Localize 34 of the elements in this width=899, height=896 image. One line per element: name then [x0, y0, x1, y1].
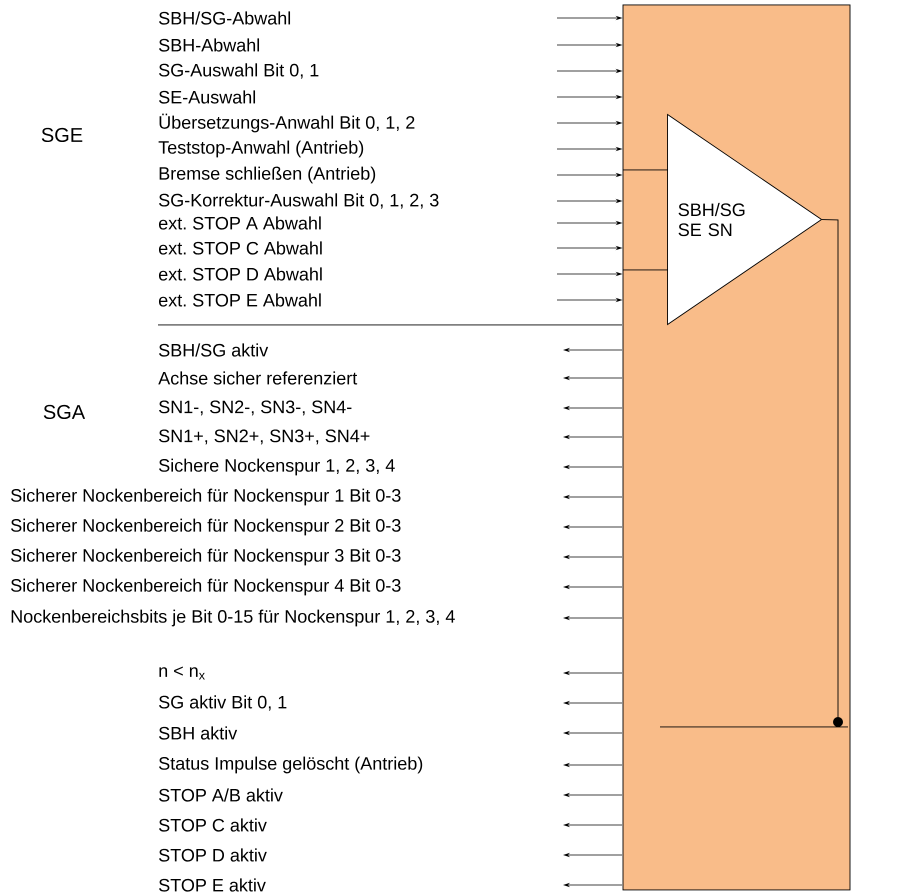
signal-label: Teststop-Anwahl (Antrieb)	[158, 140, 364, 158]
signal-label: SE-Auswahl	[159, 90, 256, 104]
signal-label: Sicherer Nockenbereich für Nockenspur 1 Bit 0-3	[11, 488, 401, 506]
signal-label: Nockenbereichsbits je Bit 0-15 für Nockenspur 1, 2, 3, 4	[12, 610, 455, 626]
signal-label: STOP D aktiv	[159, 848, 267, 862]
signal-label: n < n$_{x}$	[159, 666, 205, 680]
signal-label: Sichere Nockenspur 1, 2, 3, 4	[159, 458, 395, 476]
signal-label: Achse sicher referenziert	[158, 371, 358, 385]
signal-label: Sicherer Nockenbereich für Nockenspur 2 Bit 0-3	[11, 518, 401, 536]
signal-label: Sicherer Nockenbereich für Nockenspur 3 Bit 0-3	[11, 548, 401, 566]
signal-label: ext. STOP D Abwahl	[158, 267, 322, 281]
signal-label: ext. STOP A Abwahl	[158, 216, 321, 230]
signal-label: SBH/SG aktiv	[159, 343, 268, 357]
signal-label: STOP C aktiv	[159, 818, 267, 832]
signal-label: STOP A/B aktiv	[159, 788, 283, 802]
signal-label: SG-Auswahl Bit 0, 1	[159, 63, 318, 79]
signal-label: SBH/SG-Abwahl	[159, 11, 290, 25]
signal-label: SG aktiv Bit 0, 1	[159, 695, 286, 711]
signal-label: SBH-Abwahl	[159, 38, 260, 52]
signal-label: Sicherer Nockenbereich für Nockenspur 4 Bit 0-3	[11, 578, 401, 596]
signal-label: Bremse schließen (Antrieb)	[160, 166, 376, 184]
group-label: SGE	[42, 128, 82, 142]
signal-label: Status Impulse gelöscht (Antrieb)	[159, 756, 422, 774]
signal-label: Übersetzungs-Anwahl Bit 0, 1, 2	[160, 114, 414, 132]
signal-label: SN1-, SN2-, SN3-, SN4-	[159, 400, 352, 416]
output-line	[822, 219, 843, 727]
group-label: SGA	[44, 404, 86, 420]
signal-label: STOP E aktiv	[159, 878, 266, 892]
signal-label: ext. STOP C Abwahl	[158, 241, 322, 255]
block-box	[622, 4, 850, 890]
signal-label: SG-Korrektur-Auswahl Bit 0, 1, 2, 3	[159, 193, 438, 209]
signal-label: ext. STOP E Abwahl	[158, 293, 321, 307]
signal-label: SBH aktiv	[159, 726, 238, 740]
signal-label: SN1+, SN2+, SN3+, SN4+	[159, 430, 370, 444]
